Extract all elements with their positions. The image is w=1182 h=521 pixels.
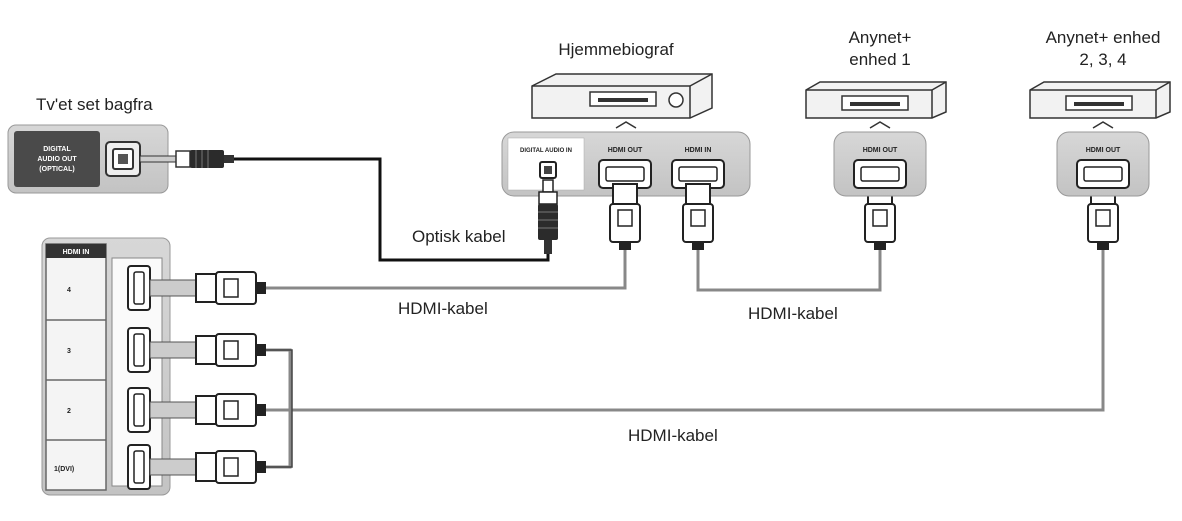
hdmi-vertical-plugs xyxy=(609,183,1119,250)
ht-hdmi-out-label: HDMI OUT xyxy=(608,147,643,154)
optical-cable-label: Optisk kabel xyxy=(412,227,506,246)
tv-hdmi-plugs xyxy=(127,265,266,490)
hdmi-panel-header: HDMI IN xyxy=(63,249,90,256)
hdmi-cable-label-1: HDMI-kabel xyxy=(398,299,488,318)
anynet1-port-label: HDMI OUT xyxy=(863,147,898,154)
loop-dark-line xyxy=(266,349,293,468)
anynet1-label-line2: enhed 1 xyxy=(849,50,911,69)
hdmi-port-2-label: 2 xyxy=(67,408,71,415)
anynet-device-1: HDMI OUT xyxy=(805,81,947,197)
hdmi-port-3-label: 3 xyxy=(67,348,71,355)
anynet234-port-label: HDMI OUT xyxy=(1086,147,1121,154)
hdmi-cable-label-2: HDMI-kabel xyxy=(748,304,838,323)
tv-optical-panel: DIGITAL AUDIO OUT (OPTICAL) xyxy=(7,124,169,194)
anynet234-label-line1: Anynet+ enhed xyxy=(1045,28,1161,47)
ht-digital-audio-in: DIGITAL AUDIO IN xyxy=(520,148,572,154)
optical-port-label-3: (OPTICAL) xyxy=(39,166,74,173)
anynet234-label-line2: 2, 3, 4 xyxy=(1079,50,1127,69)
hdmi-port-1-label: 1(DVI) xyxy=(54,466,74,473)
anynet-device-234: HDMI OUT xyxy=(1029,81,1171,197)
anynet1-label-line1: Anynet+ xyxy=(848,28,912,47)
optical-port-label-2: AUDIO OUT xyxy=(37,156,77,163)
ht-hdmi-in-label: HDMI IN xyxy=(685,147,712,154)
home-theater-label: Hjemmebiograf xyxy=(558,40,674,59)
home-theater-device: DIGITAL AUDIO IN HDMI OUT HDMI IN xyxy=(501,73,751,197)
optical-port-label-1: DIGITAL xyxy=(43,146,71,153)
optical-plug-tv xyxy=(139,150,234,168)
optical-plug-ht xyxy=(538,179,558,254)
hdmi-port-4-label: 4 xyxy=(67,287,71,294)
hdmi-cable-label-3: HDMI-kabel xyxy=(628,426,718,445)
tv-back-label: Tv'et set bagfra xyxy=(36,95,153,114)
